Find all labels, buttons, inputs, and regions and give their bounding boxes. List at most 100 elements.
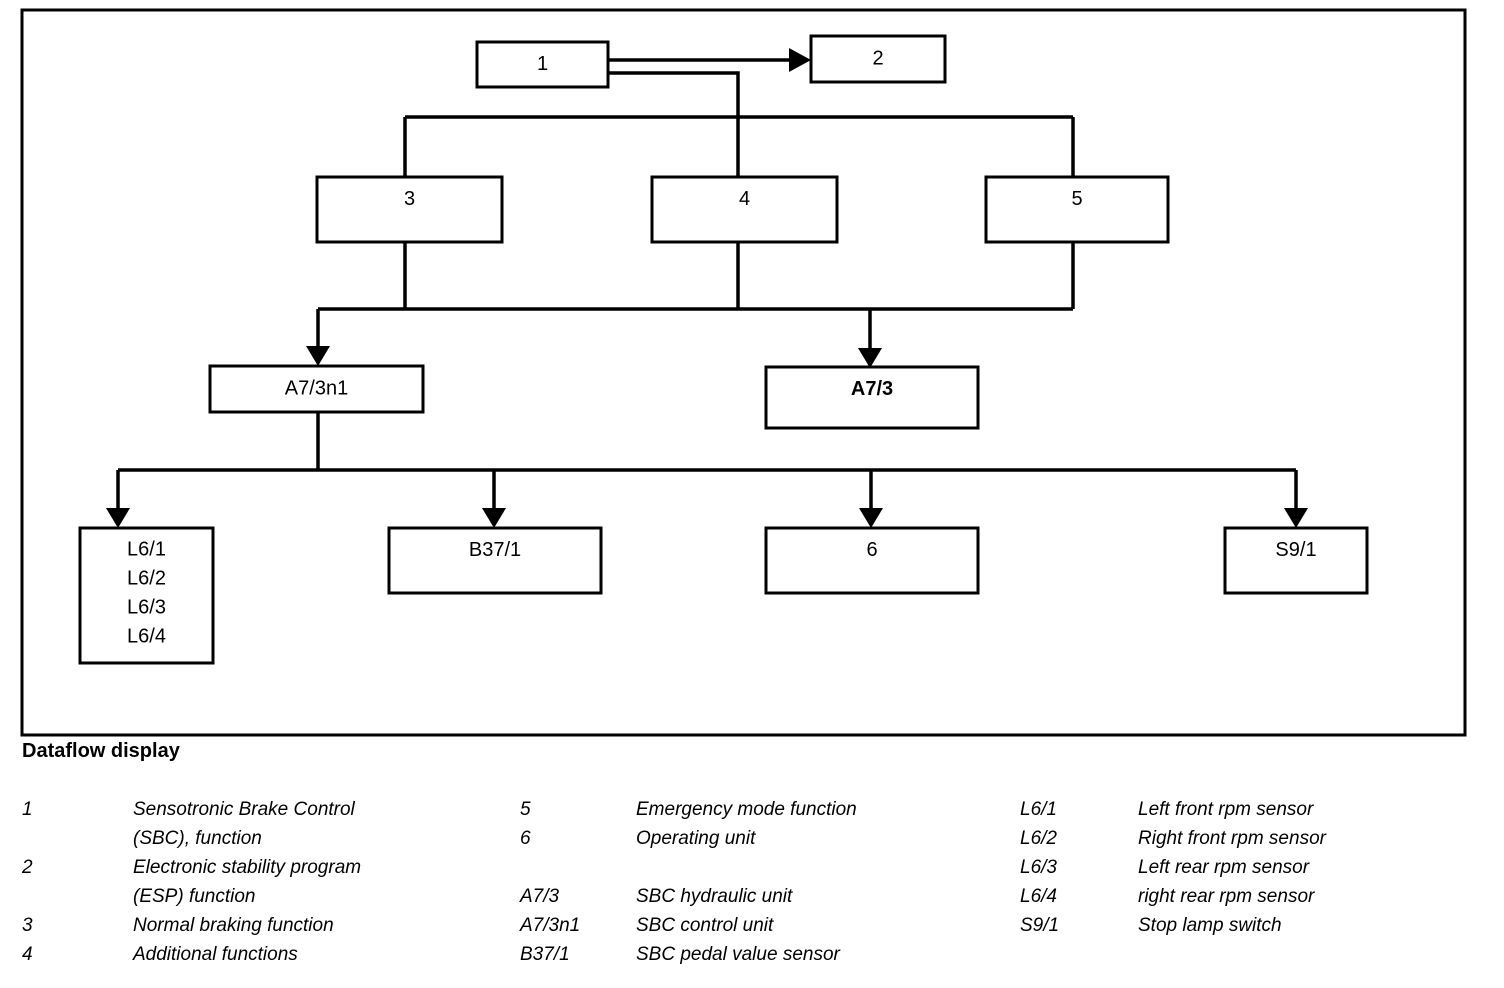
legend-row: 5 Emergency mode function	[520, 795, 1010, 824]
diagram-frame	[20, 8, 1467, 737]
legend-key: B37/1	[520, 944, 570, 965]
legend-key: L6/3	[1020, 857, 1057, 878]
legend-row: A7/3 SBC hydraulic unit	[520, 882, 1010, 911]
node-label-a73: A7/3	[851, 378, 893, 400]
legend-key: 2	[22, 857, 33, 878]
legend-key: A7/3n1	[520, 915, 581, 936]
connection-layer	[106, 48, 1308, 528]
node-a73n1[interactable]: A7/3n1	[208, 364, 425, 414]
node-n3[interactable]: 3	[315, 175, 504, 244]
node-box-s91[interactable]	[1223, 526, 1369, 595]
legend-description: Left front rpm sensor	[1138, 799, 1314, 820]
node-box-a73n1[interactable]	[208, 364, 425, 414]
arrowhead-c-bot-to-s91	[1284, 508, 1308, 528]
legend-row: 4 Additional functions	[22, 940, 502, 969]
legend-description: Stop lamp switch	[1138, 915, 1282, 936]
node-box-n3[interactable]	[315, 175, 504, 244]
legend-row: L6/3 Left rear rpm sensor	[1020, 853, 1490, 882]
legend-row: (ESP) function	[22, 882, 502, 911]
legend-key: 3	[22, 915, 33, 936]
node-label-n1: 1	[537, 53, 548, 75]
node-label-a73n1: A7/3n1	[285, 377, 348, 399]
connector-c-1-to-bus1	[608, 71, 740, 177]
node-label-n4: 4	[739, 188, 750, 210]
legend-row: (SBC), function	[22, 824, 502, 853]
node-box-n5[interactable]	[984, 175, 1170, 244]
legend-description: Emergency mode function	[636, 799, 857, 820]
legend-row: 3 Normal braking function	[22, 911, 502, 940]
legend-description: SBC hydraulic unit	[636, 886, 793, 907]
arrowhead-c-mid-to-a73n1	[306, 346, 330, 366]
node-box-b371[interactable]	[387, 526, 603, 595]
diagram-canvas: 1 2 3 4 5A7/3n1 A7/3L6/1L6/2L6/3L6/4 B37/1 6 S9/…	[20, 8, 1467, 737]
arrowhead-c-bot-to-b371	[482, 508, 506, 528]
node-layer: 1 2 3 4 5A7/3n1 A7/3L6/1L6/2L6/3L6/4 B37/1 6 S9/…	[78, 34, 1369, 665]
legend-description: (SBC), function	[133, 828, 262, 849]
legend-row: L6/1 Left front rpm sensor	[1020, 795, 1490, 824]
node-box-l6[interactable]	[78, 526, 215, 665]
node-s91[interactable]: S9/1	[1223, 526, 1369, 595]
node-box-n6[interactable]	[764, 526, 980, 595]
node-label-l6-2: L6/2	[127, 567, 166, 589]
legend-row: L6/2 Right front rpm sensor	[1020, 824, 1490, 853]
legend-key: 4	[22, 944, 33, 965]
arrowhead-c-1-to-2	[789, 48, 811, 72]
node-n5[interactable]: 5	[984, 175, 1170, 244]
node-box-n2[interactable]	[809, 34, 947, 84]
node-box-a73[interactable]	[764, 365, 980, 430]
legend-row: 2 Electronic stability program	[22, 853, 502, 882]
node-label-b371: B37/1	[469, 539, 521, 561]
arrowhead-c-bot-to-6	[859, 508, 883, 528]
legend-description: Right front rpm sensor	[1138, 828, 1326, 849]
node-label-l6-1: L6/1	[127, 538, 166, 560]
legend-description: Operating unit	[636, 828, 756, 849]
legend-description: SBC pedal value sensor	[636, 944, 840, 965]
legend-row: L6/4 right rear rpm sensor	[1020, 882, 1490, 911]
legend-key: 1	[22, 799, 33, 820]
legend-description: right rear rpm sensor	[1138, 886, 1315, 907]
legend-key: A7/3	[520, 886, 560, 907]
legend-key: 6	[520, 828, 531, 849]
node-l6[interactable]: L6/1L6/2L6/3L6/4	[78, 526, 215, 665]
node-label-n5: 5	[1071, 188, 1082, 210]
node-b371[interactable]: B37/1	[387, 526, 603, 595]
node-n4[interactable]: 4	[650, 175, 839, 244]
legend-description: Normal braking function	[133, 915, 334, 936]
node-n1[interactable]: 1	[475, 40, 610, 89]
legend-key: L6/2	[1020, 828, 1057, 849]
legend-row: 6 Operating unit	[520, 824, 1010, 853]
node-box-n1[interactable]	[475, 40, 610, 89]
legend-description: Sensotronic Brake Control	[133, 799, 355, 820]
arrowhead-c-bot-to-l6	[106, 508, 130, 528]
diagram-border	[20, 8, 1467, 737]
node-n2[interactable]: 2	[809, 34, 947, 84]
legend-key: L6/4	[1020, 886, 1057, 907]
node-a73[interactable]: A7/3	[764, 365, 980, 430]
node-n6[interactable]: 6	[764, 526, 980, 595]
legend-description: (ESP) function	[133, 886, 256, 907]
node-label-l6-3: L6/3	[127, 596, 166, 618]
node-label-n2: 2	[872, 47, 883, 69]
legend-row: A7/3n1 SBC control unit	[520, 911, 1010, 940]
legend-description: Left rear rpm sensor	[1138, 857, 1310, 878]
legend-description: Additional functions	[133, 944, 298, 965]
node-label-n6: 6	[866, 539, 877, 561]
diagram-caption: Dataflow display	[22, 740, 180, 762]
legend-key: 5	[520, 799, 531, 820]
node-box-n4[interactable]	[650, 175, 839, 244]
legend-row: B37/1 SBC pedal value sensor	[520, 940, 1010, 969]
node-label-l6-4: L6/4	[127, 625, 166, 647]
legend-row	[520, 853, 1010, 882]
arrowhead-c-mid-to-a73	[858, 348, 882, 368]
legend-description: SBC control unit	[636, 915, 774, 936]
legend-key: L6/1	[1020, 799, 1057, 820]
node-label-s91: S9/1	[1275, 539, 1316, 561]
legend-description: Electronic stability program	[133, 857, 362, 878]
legend-row: 1 Sensotronic Brake Control	[22, 795, 502, 824]
legend-column-1: 1 Sensotronic Brake Control (SBC), functio…	[22, 795, 502, 969]
